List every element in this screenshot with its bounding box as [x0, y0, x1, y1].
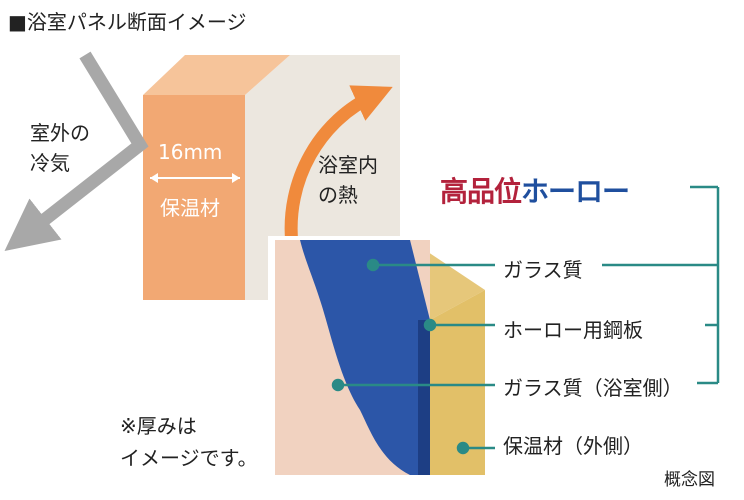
heat-arrow [284, 85, 393, 246]
cold-air-arrow [4, 51, 149, 252]
thickness-label: 16mm [158, 140, 223, 164]
caption: 概念図 [664, 470, 715, 490]
outside-cold-label: 室外の 冷気 [30, 118, 90, 178]
bath-heat-label: 浴室内 の熱 [318, 150, 378, 210]
brand-part1: 高品位 [440, 175, 522, 208]
layer-insulation: 保温材（外側） [503, 434, 643, 458]
layer-glass-bath: ガラス質（浴室側） [503, 376, 683, 400]
outer-insulation-side [430, 290, 485, 475]
note-line2: イメージです。 [120, 446, 258, 470]
enamel-blue [300, 240, 430, 475]
layer-glass: ガラス質 [503, 258, 583, 282]
outside-cold-line2: 冷気 [30, 151, 70, 175]
bath-heat-line1: 浴室内 [318, 153, 378, 177]
bath-heat-line2: の熱 [318, 183, 358, 207]
layer-steel: ホーロー用鋼板 [503, 318, 643, 342]
diagram-title: ■浴室パネル断面イメージ [8, 10, 247, 34]
outside-cold-line1: 室外の [30, 121, 90, 145]
insulation-top [143, 55, 290, 95]
brand-label: 高品位ホーロー [440, 170, 630, 210]
note: ※厚みは イメージです。 [120, 410, 258, 474]
brand-part2: ホーロー [521, 175, 630, 208]
insulation-front [143, 95, 245, 300]
insulation-label: 保温材 [160, 196, 220, 220]
note-line1: ※厚みは [120, 414, 197, 438]
